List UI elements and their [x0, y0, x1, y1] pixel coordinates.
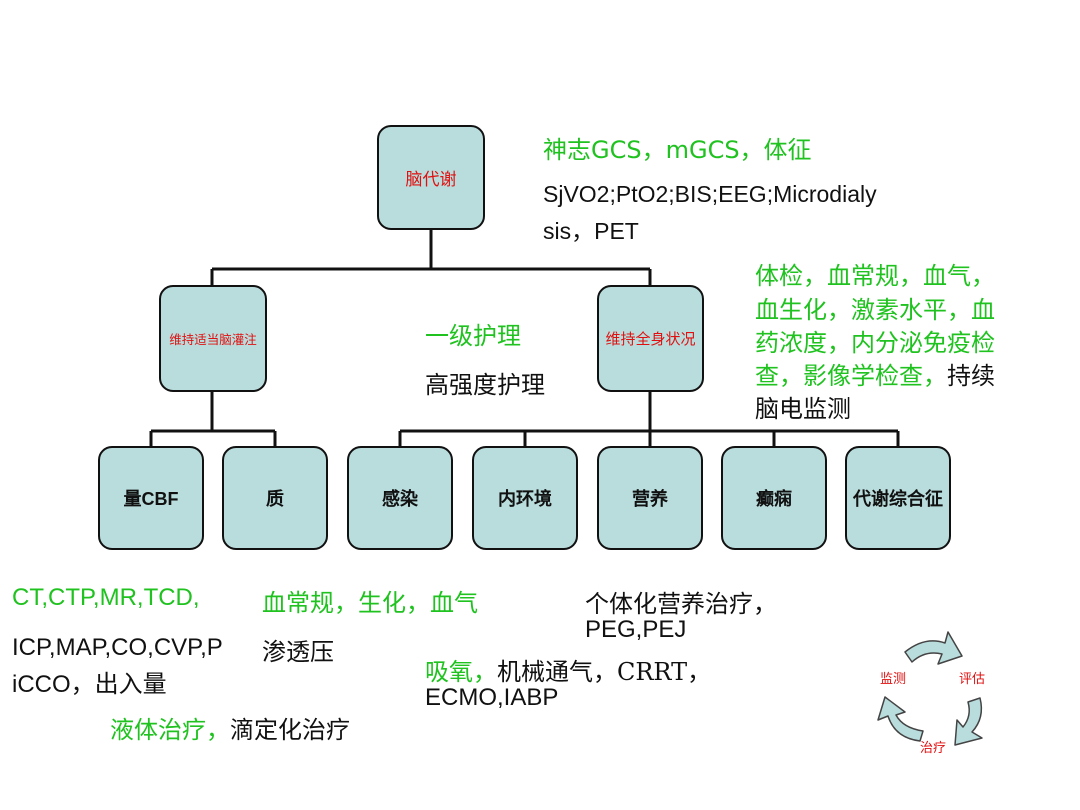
center-level-one-care: 一级护理 [425, 322, 521, 350]
cycle-label-assess: 评估 [959, 672, 986, 687]
node-label: 代谢综合征 [853, 489, 943, 510]
cycle-arrow-top-icon [904, 631, 963, 665]
right-note-line5: 脑电监测 [755, 395, 851, 423]
right-note-line2: 血生化，激素水平，血 [755, 296, 995, 324]
right-note-line4-black: 持续 [947, 362, 995, 390]
bottom-osmolality: 渗透压 [262, 638, 334, 666]
bottom-oxygen-line: 吸氧，机械通气，CRRT， [425, 652, 711, 687]
cycle-arrow-left-icon [877, 696, 924, 742]
right-note-line3: 药浓度，内分泌免疫检 [755, 329, 995, 357]
top-right-monitors-line1: SjVO2;PtO2;BIS;EEG;Microdialy [543, 181, 877, 207]
bottom-fluid-black: 滴定化治疗 [230, 716, 350, 744]
bottom-blood-tests: 血常规，生化，血气 [262, 589, 478, 617]
bottom-oxygen-black: 机械通气，CRRT， [497, 658, 712, 686]
node-label: 癫痫 [756, 489, 792, 510]
bottom-icp-line2: iCCO，出入量 [12, 664, 167, 699]
node-maintain-perfusion: 维持适当脑灌注 [159, 285, 267, 392]
node-label: 量CBF [123, 489, 179, 509]
bottom-nutrition-line1: 个体化营养治疗， [585, 590, 777, 618]
node-nutrition: 营养 [597, 446, 703, 550]
right-note-line4-green: 查，影像学检查， [755, 362, 947, 390]
node-cbf: 量CBF [98, 446, 204, 550]
node-label: 维持全身状况 [605, 330, 696, 348]
right-note-line1: 体检，血常规，血气， [755, 262, 995, 290]
right-note-line4: 查，影像学检查，持续 [755, 356, 995, 391]
node-label: 脑代谢 [405, 170, 457, 190]
top-right-monitors-line2: sis，PET [543, 218, 639, 244]
bottom-ecmo: ECMO,IABP [425, 684, 559, 711]
node-infection: 感染 [347, 446, 453, 550]
node-label: 质 [266, 489, 284, 510]
cycle-label-treat: 治疗 [920, 741, 947, 756]
node-label: 内环境 [498, 489, 552, 510]
bottom-fluid-green: 液体治疗， [110, 716, 230, 744]
node-label: 感染 [382, 489, 418, 510]
bottom-icp-line2-a: iCCO， [12, 671, 95, 698]
bottom-nutrition-line2: PEG,PEJ [585, 616, 687, 643]
bottom-icp-line2-b: 出入量 [94, 670, 167, 698]
node-maintain-systemic: 维持全身状况 [597, 285, 704, 392]
center-high-intensity-care: 高强度护理 [425, 371, 545, 399]
bottom-fluid-therapy: 液体治疗，滴定化治疗 [110, 710, 350, 745]
bottom-ct-list: CT,CTP,MR,TCD, [12, 584, 200, 611]
node-label: 维持适当脑灌注 [169, 332, 257, 347]
bottom-icp-line1: ICP,MAP,CO,CVP,P [12, 634, 223, 661]
node-label: 营养 [632, 489, 668, 510]
node-brain-metabolism: 脑代谢 [377, 125, 485, 230]
cycle-arrow-right-icon [954, 697, 983, 746]
bottom-oxygen-green: 吸氧， [425, 658, 497, 686]
top-right-gcs: 神志GCS，mGCS，体征 [543, 136, 812, 164]
cycle-label-monitor: 监测 [880, 672, 907, 687]
node-internal-environment: 内环境 [472, 446, 578, 550]
node-metabolic-syndrome: 代谢综合征 [845, 446, 951, 550]
node-epilepsy: 癫痫 [721, 446, 827, 550]
node-quality: 质 [222, 446, 328, 550]
